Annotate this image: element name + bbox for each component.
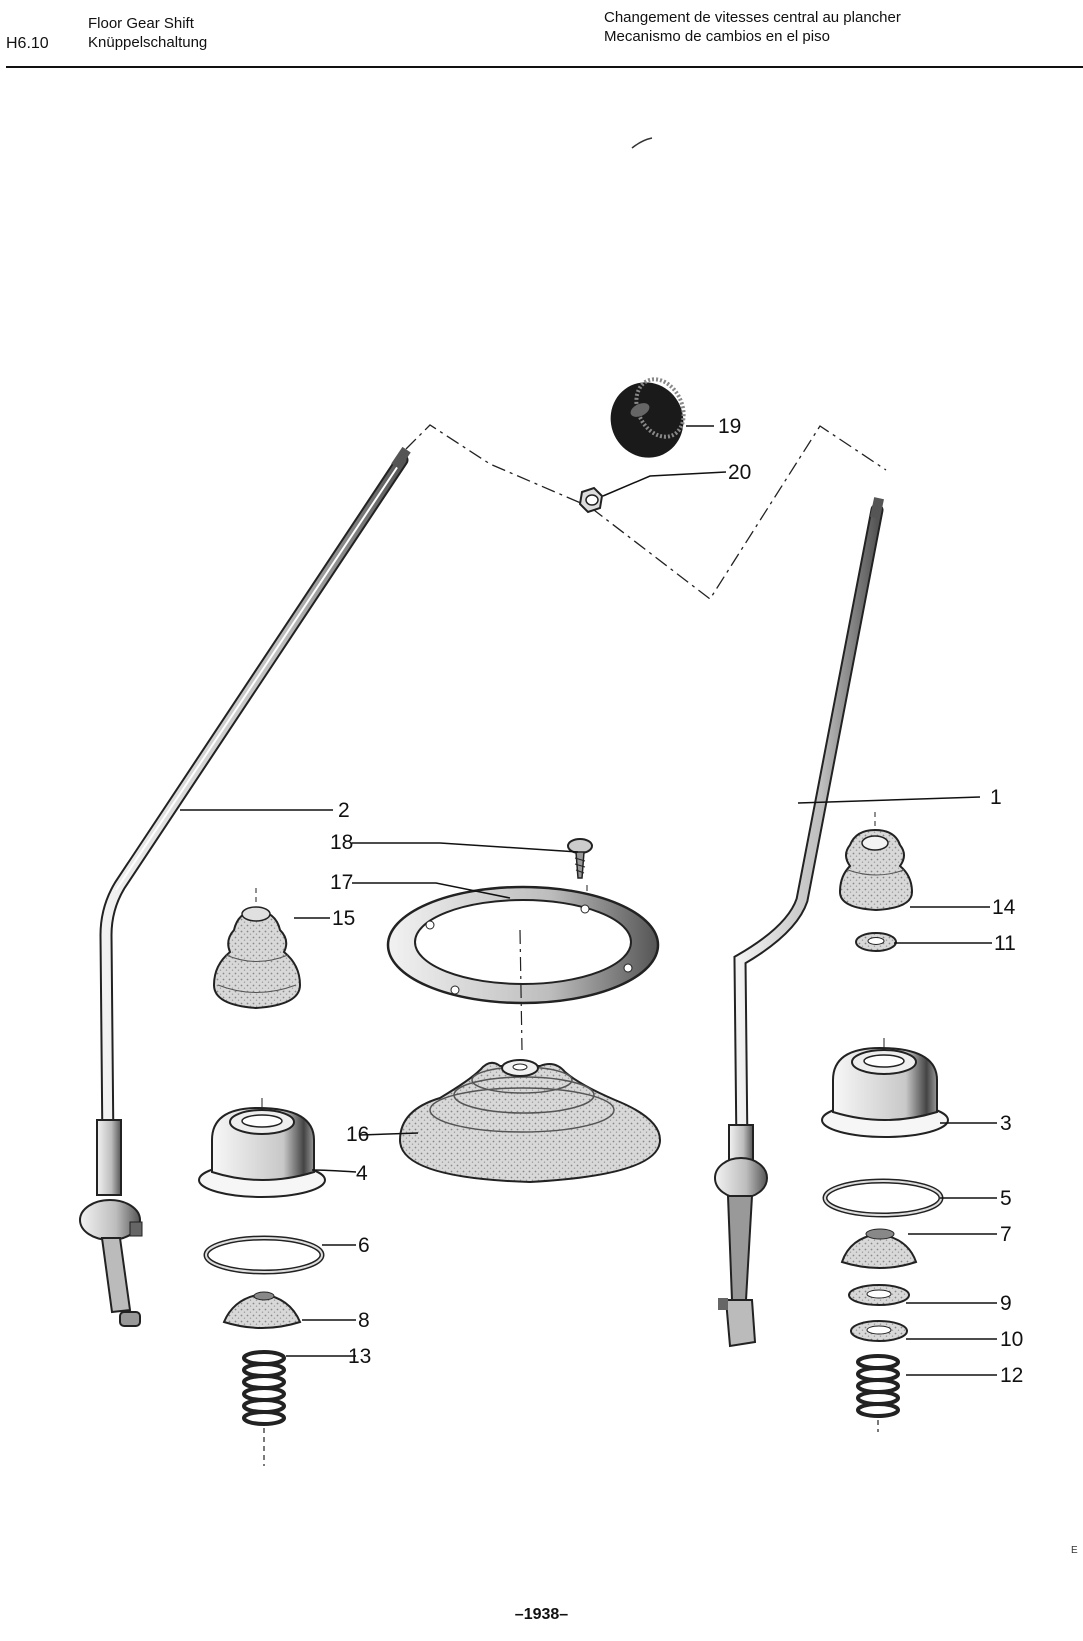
rubber-bellows-right: [838, 812, 914, 912]
leader-lines: [180, 425, 997, 1376]
callout-7: 7: [1000, 1223, 1012, 1246]
cup-right: [821, 1038, 949, 1138]
gear-lever-right: [714, 497, 884, 1348]
callout-20: 20: [728, 461, 751, 484]
washer-11-hole: [867, 937, 885, 945]
o-ring-6-highlight: [205, 1237, 323, 1273]
callout-10: 10: [1000, 1328, 1023, 1351]
page-number: –1938–: [514, 1606, 569, 1623]
callout-19: 19: [718, 415, 741, 438]
callout-9: 9: [1000, 1292, 1012, 1315]
spring-seat-8: [222, 1291, 302, 1329]
title-german: Knüppelschaltung: [88, 34, 208, 51]
header-rule: [6, 66, 1083, 68]
title-french: Changement de vitesses central au planch…: [604, 9, 901, 26]
callout-6: 6: [358, 1234, 370, 1257]
callout-5: 5: [1000, 1187, 1012, 1210]
washer-10-hole: [866, 1325, 892, 1335]
callout-12: 12: [1000, 1364, 1023, 1387]
callout-15: 15: [332, 907, 355, 930]
retaining-ring-plate: [386, 885, 660, 1051]
stray-mark: [631, 137, 653, 149]
callout-18: 18: [330, 831, 353, 854]
callout-11: 11: [994, 932, 1016, 955]
callout-14: 14: [992, 896, 1016, 919]
spring-seat-7: [840, 1228, 918, 1269]
cup-left: [198, 1098, 326, 1198]
assembly-center-line: [405, 424, 887, 600]
callout-2: 2: [338, 799, 350, 822]
lock-nut: [578, 486, 604, 514]
shift-knob: [610, 377, 686, 458]
callout-17: 17: [330, 871, 353, 894]
washer-9-hole: [866, 1289, 892, 1299]
o-ring-5-highlight: [824, 1180, 942, 1216]
callout-16: 16: [346, 1123, 369, 1146]
edge-mark: E: [1071, 1545, 1078, 1556]
callout-3: 3: [1000, 1112, 1012, 1135]
callout-13: 13: [348, 1345, 371, 1368]
rubber-boot-large: [398, 1059, 662, 1184]
title-english: Floor Gear Shift: [88, 15, 194, 32]
title-spanish: Mecanismo de cambios en el piso: [604, 28, 830, 45]
spring-left: [242, 1350, 286, 1466]
callout-8: 8: [358, 1309, 370, 1332]
section-number: H6.10: [6, 35, 49, 52]
callout-4: 4: [356, 1162, 368, 1185]
gear-lever-left: [79, 446, 411, 1327]
spring-right: [856, 1354, 900, 1432]
rubber-bellows-left: [212, 888, 302, 1010]
callout-1: 1: [990, 786, 1002, 809]
